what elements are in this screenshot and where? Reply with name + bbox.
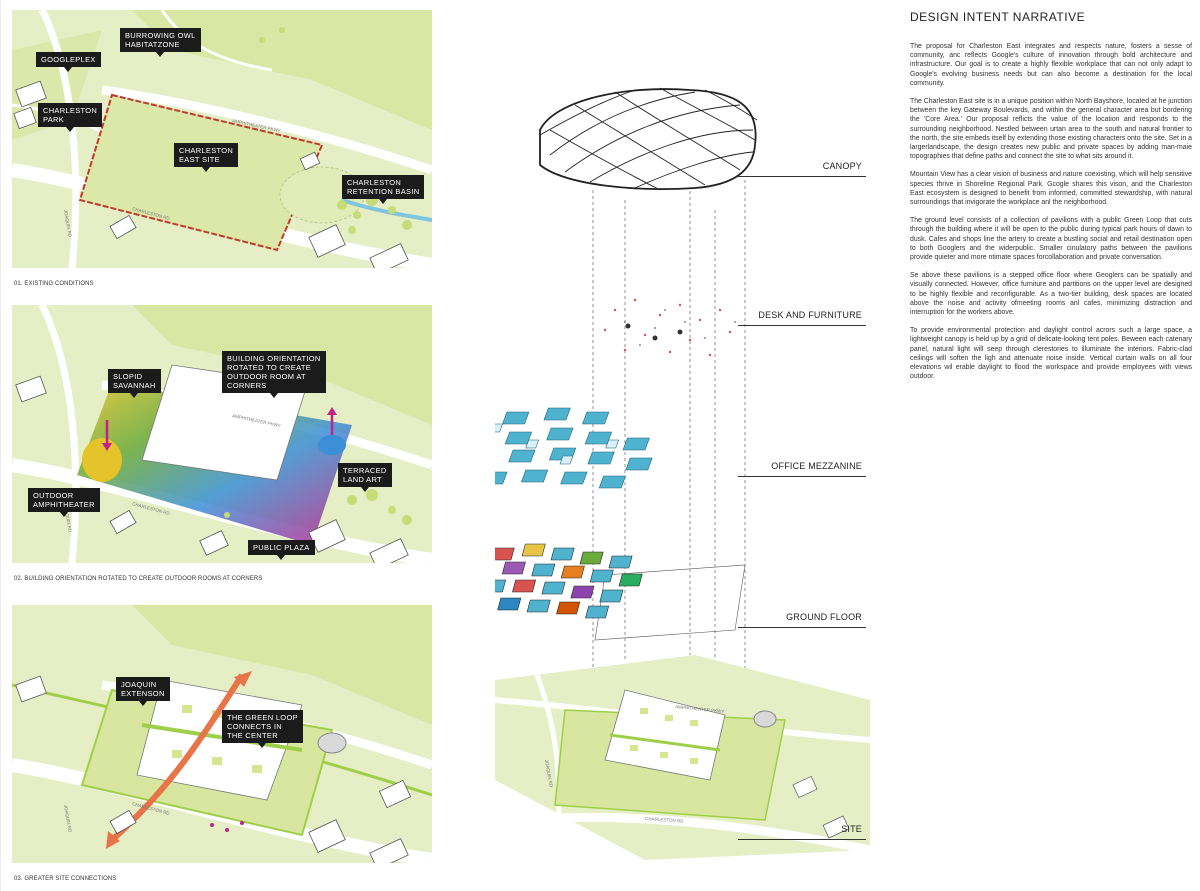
site-layer-drawing <box>495 655 870 861</box>
label-retention-basin: CHARLESTON RETENTION BASIN <box>342 175 425 204</box>
caption-site-connections: 03. GREATER SITE CONNECTIONS <box>14 876 117 882</box>
narrative-paragraph-2: The Charleston East site is in a unique … <box>910 98 1192 161</box>
road-label-joaquin: JOAQUIN RD <box>63 209 73 238</box>
label-green-loop: THE GREEN LOOP CONNECTS IN THE CENTER <box>222 710 303 748</box>
site-road-label-joaquin: JOAQUIN RD <box>544 759 554 788</box>
site-road-label-charleston: CHARLESTON RD <box>645 816 684 824</box>
desk-furniture-dots <box>603 298 736 357</box>
narrative-paragraph-1: The proposal for Charleston East integra… <box>910 43 1192 87</box>
layer-label-canopy: CANOPY <box>822 161 862 171</box>
caption-building-orientation: 02. BUILDING ORIENTATION ROTATED TO CREA… <box>14 576 263 582</box>
caption-existing-conditions: 01. EXISTING CONDITIONS <box>14 281 94 287</box>
narrative-paragraph-5: Se above these pavilions is a stepped of… <box>910 272 1192 317</box>
narrative-paragraph-4: The ground level consists of a collectio… <box>910 217 1192 262</box>
narrative-paragraph-6: To provide environmental protection and … <box>910 327 1192 381</box>
ground-floor-tiles <box>495 543 746 641</box>
page-edge-line <box>0 0 1 891</box>
label-charleston-east-site: CHARLESTON EAST SITE <box>174 143 239 172</box>
narrative-paragraph-3: Mountain View has a clear vision of busi… <box>910 171 1192 207</box>
layer-rule-canopy <box>738 176 866 177</box>
layer-label-desk-furniture: DESK AND FURNITURE <box>758 310 862 320</box>
layer-label-ground-floor: GROUND FLOOR <box>786 612 862 622</box>
narrative-title: DESIGN INTENT NARRATIVE <box>910 10 1086 24</box>
exploded-axonometric-diagram: AMPHITHEATER PKWY CHARLESTON RD JOAQUIN RD <box>495 87 870 861</box>
layer-rule-ground-floor <box>738 627 866 628</box>
label-burrowing-owl: BURROWING OWL HABITATZONE <box>120 28 201 57</box>
label-public-plaza: PUBLIC PLAZA <box>248 540 315 560</box>
layer-label-site: SITE <box>841 824 862 834</box>
office-mezzanine-tiles <box>495 407 653 489</box>
label-outdoor-amphitheater: OUTDOOR AMPHITHEATER <box>28 488 100 517</box>
label-slopid-savannah: SLOPID SAVANNAH <box>108 369 161 398</box>
canopy-layer-drawing <box>539 87 758 191</box>
label-googleplex: GOOGLEPLEX <box>36 52 101 72</box>
label-building-orientation: BUILDING ORIENTATION ROTATED TO CREATE O… <box>222 351 326 398</box>
label-joaquin-extension: JOAQUIN EXTENSON <box>116 677 170 706</box>
road-label-joaquin: JOAQUIN RD <box>63 504 73 533</box>
road-label-joaquin: JOAQUIN RD <box>63 804 73 833</box>
design-intent-narrative: DESIGN INTENT NARRATIVE The proposal for… <box>910 10 1192 391</box>
layer-rule-office-mezzanine <box>738 476 866 477</box>
label-terraced-land-art: TERRACED LAND ART <box>338 463 392 492</box>
label-charleston-park: CHARLESTON PARK <box>38 103 103 132</box>
layer-rule-site <box>738 839 866 840</box>
layer-label-office-mezzanine: OFFICE MEZZANINE <box>771 461 862 471</box>
site-road-label-amph: AMPHITHEATER PKWY <box>675 704 725 714</box>
layer-rule-desk-furniture <box>738 325 866 326</box>
